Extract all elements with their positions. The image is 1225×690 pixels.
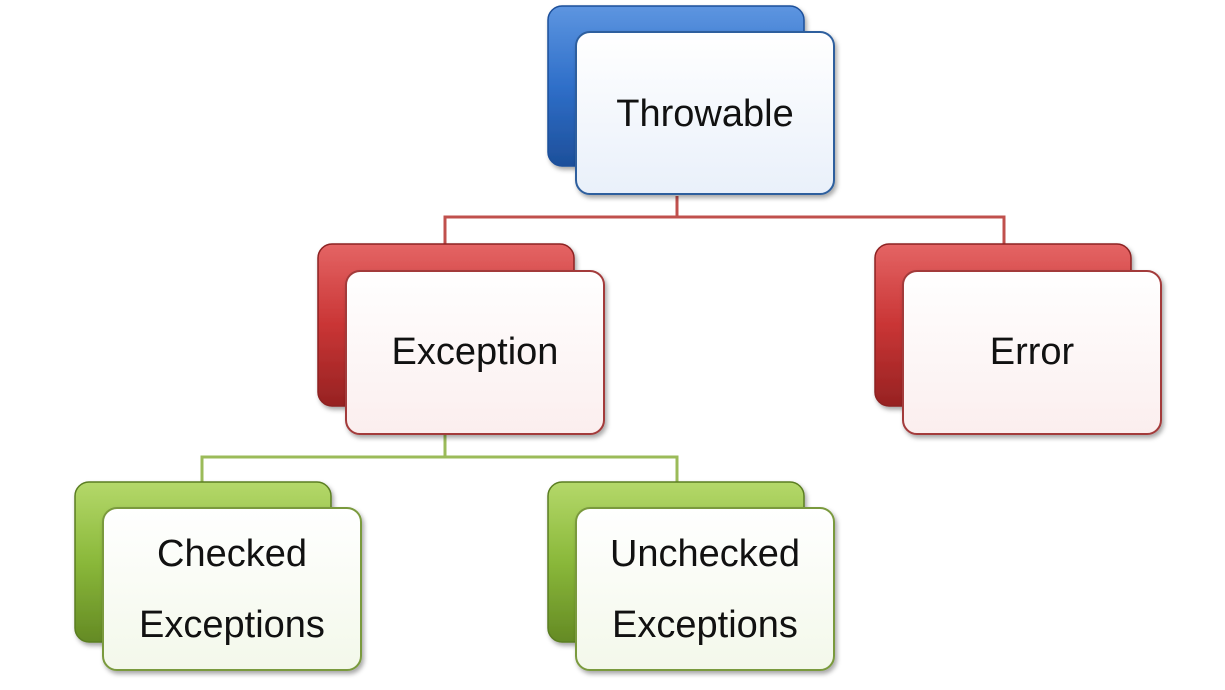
connector-exception-children (200, 435, 679, 483)
node-exception: Exception (317, 243, 605, 435)
node-checked-face (102, 507, 362, 671)
node-checked-label-line1: Checked (157, 533, 307, 575)
node-unchecked-exceptions: Unchecked Exceptions (547, 481, 835, 671)
node-throwable-label: Throwable (616, 93, 793, 135)
node-unchecked-label-line2: Exceptions (612, 604, 798, 646)
node-error-face (902, 270, 1162, 435)
connector-throwable-error (677, 215, 1006, 245)
connector-exception-checked (200, 435, 447, 483)
node-unchecked-label-line1: Unchecked (610, 533, 800, 575)
node-checked-label-line2: Exceptions (139, 604, 325, 646)
node-checked-exceptions: Checked Exceptions (74, 481, 362, 671)
node-exception-face (345, 270, 605, 435)
connector-throwable-children (443, 196, 1006, 245)
node-throwable: Throwable (547, 5, 835, 195)
node-throwable-face (575, 31, 835, 195)
connector-exception-unchecked (445, 455, 679, 483)
node-error: Error (874, 243, 1162, 435)
node-exception-label: Exception (392, 331, 559, 373)
node-unchecked-face (575, 507, 835, 671)
connector-throwable-exception (443, 196, 679, 245)
node-error-label: Error (990, 331, 1075, 373)
